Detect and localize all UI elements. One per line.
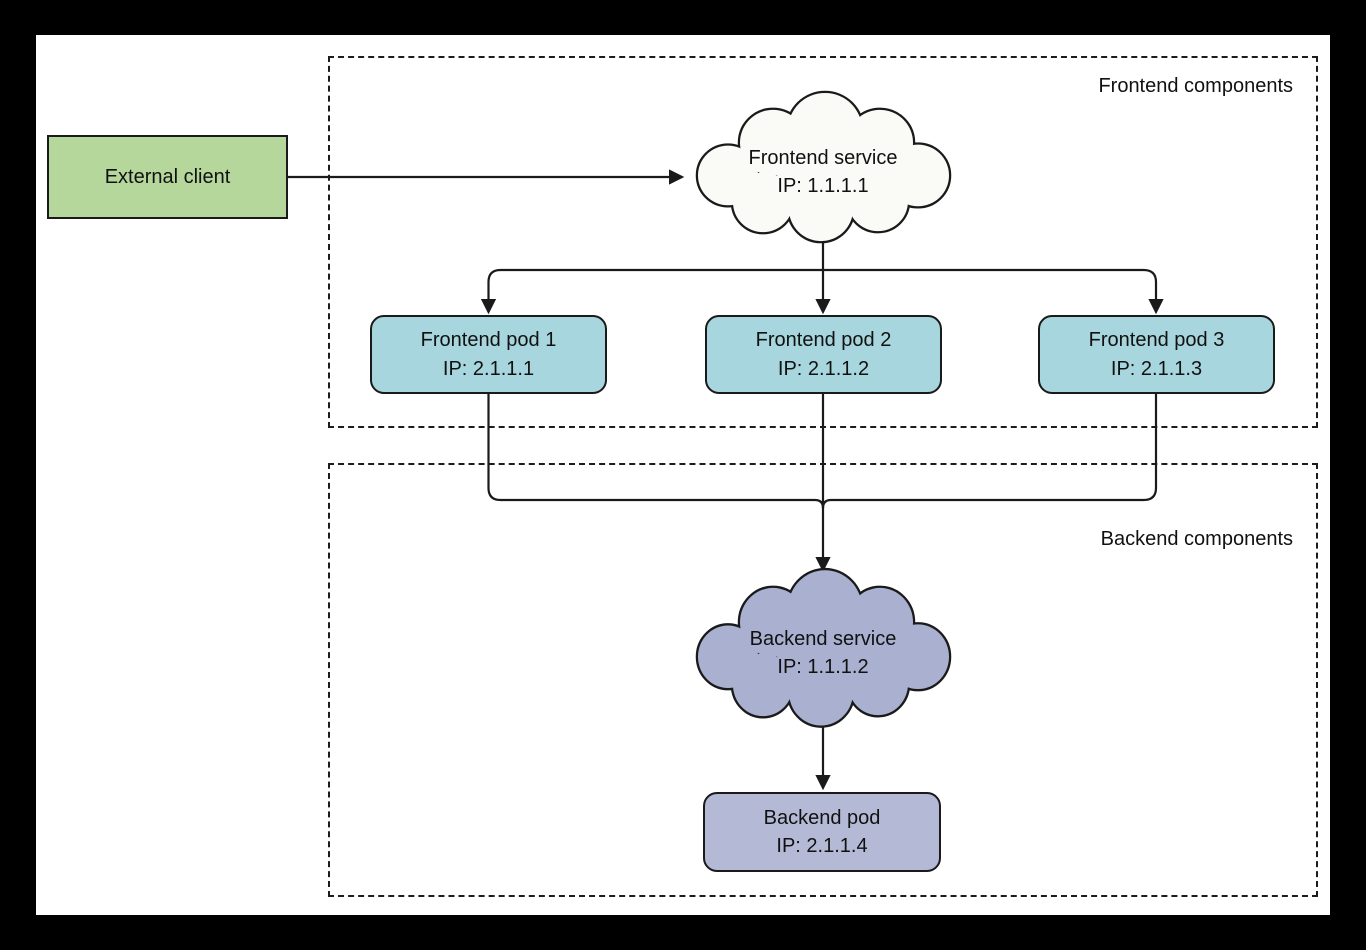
backend-group-label: Backend components xyxy=(1100,528,1293,550)
external-client-node: External client xyxy=(47,135,288,219)
external-client-label: External client xyxy=(104,165,231,188)
cloud-shape-icon xyxy=(695,567,952,728)
frontend-pod-3-ip: IP: 2.1.1.3 xyxy=(1110,357,1203,380)
diagram-canvas: Frontend components Backend components xyxy=(36,35,1330,915)
frontend-pod-2-ip: IP: 2.1.1.2 xyxy=(777,357,870,380)
frontend-service-name: Frontend service xyxy=(748,146,898,169)
backend-pod-node: Backend pod IP: 2.1.1.4 xyxy=(703,792,941,872)
frontend-service-ip: IP: 1.1.1.1 xyxy=(777,175,869,197)
frontend-pod-3-node: Frontend pod 3 IP: 2.1.1.3 xyxy=(1038,315,1275,394)
frontend-pod-1-node: Frontend pod 1 IP: 2.1.1.1 xyxy=(370,315,607,394)
backend-service-ip: IP: 1.1.1.2 xyxy=(777,656,869,678)
frontend-pod-2-node: Frontend pod 2 IP: 2.1.1.2 xyxy=(705,315,942,394)
frontend-group-label: Frontend components xyxy=(1098,75,1293,97)
cloud-shape-icon xyxy=(695,90,952,244)
frontend-pod-2-name: Frontend pod 2 xyxy=(755,329,892,352)
frontend-pod-1-name: Frontend pod 1 xyxy=(420,329,557,352)
frontend-service-cloud: Frontend service IP: 1.1.1.1 xyxy=(688,88,958,252)
backend-pod-ip: IP: 2.1.1.4 xyxy=(776,835,868,857)
frontend-pod-3-name: Frontend pod 3 xyxy=(1088,329,1225,352)
frontend-pod-1-ip: IP: 2.1.1.1 xyxy=(442,357,535,380)
backend-service-name: Backend service xyxy=(749,627,897,650)
backend-service-cloud: Backend service IP: 1.1.1.2 xyxy=(688,565,958,737)
backend-pod-name: Backend pod xyxy=(763,806,881,829)
frontend-service-text: Frontend service IP: 1.1.1.1 xyxy=(688,88,958,252)
backend-service-text: Backend service IP: 1.1.1.2 xyxy=(688,565,958,737)
